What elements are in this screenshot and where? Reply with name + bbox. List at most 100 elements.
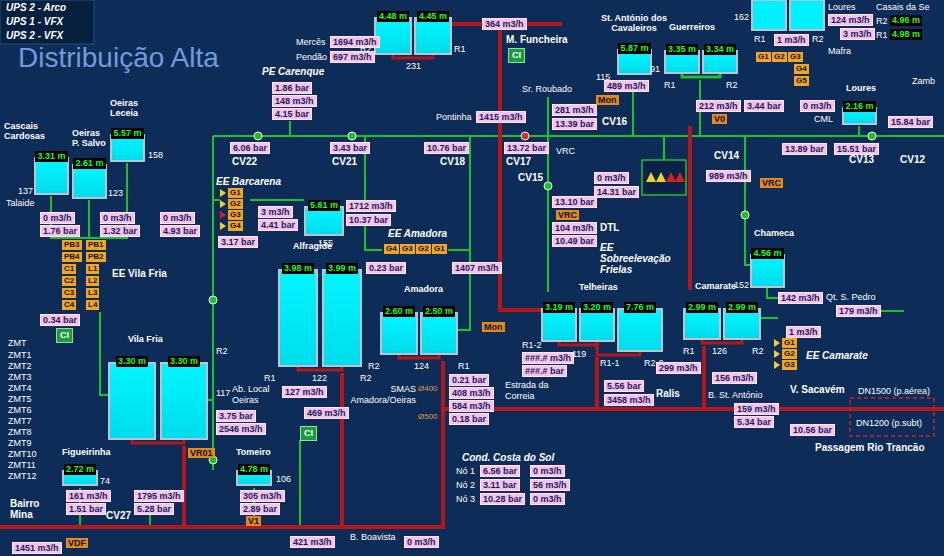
tank-name: Cascais Cardosas: [4, 121, 68, 141]
reading-value: 989 m3/h: [706, 170, 751, 182]
status-tag: V0: [712, 114, 727, 124]
tank-name: Oeiras P. Salvo: [72, 128, 108, 148]
text-label: R2: [812, 34, 824, 45]
text-label: ZMT8: [8, 427, 32, 438]
station-name: Cond. Costa do Sol: [462, 452, 554, 463]
text-label: B. St. António: [708, 390, 763, 401]
reading-value: 4.93 bar: [160, 225, 200, 237]
text-label: R2: [752, 346, 764, 357]
storage-tank: 2.50 m: [420, 300, 458, 355]
pipe-connector: [132, 440, 184, 443]
text-label: 162: [734, 12, 749, 23]
pump-tag: G4: [384, 244, 399, 254]
pump-symbol: [675, 172, 685, 182]
station-label: V. Sacavém: [790, 384, 845, 395]
reading-value: 0 m3/h: [40, 212, 75, 224]
reading-value: 4.15 bar: [272, 108, 312, 120]
reading-value: 142 m3/h: [778, 292, 823, 304]
main-pipe: [595, 357, 599, 409]
valve-symbol: [741, 211, 749, 219]
water-pipe: [213, 199, 220, 201]
storage-tank: 3.19 m: [541, 296, 577, 342]
storage-tank: Amadora2.60 m: [380, 300, 418, 355]
water-pipe: [745, 136, 750, 265]
reading-value: 0 m3/h: [594, 172, 629, 184]
reading-value: 179 m3/h: [836, 305, 881, 317]
status-tag: VRC: [760, 178, 783, 188]
level-reading: 2.61 m: [73, 158, 105, 169]
river-crossing-box: [850, 398, 934, 436]
reading-value: 4.41 bar: [258, 219, 298, 231]
storage-tank: Telheiras3.20 m: [579, 296, 615, 342]
level-reading: 4.56 m: [751, 248, 783, 259]
text-label: Ab. Local Oeiras: [232, 384, 276, 406]
level-reading: 4.78 m: [238, 464, 270, 475]
water-pipe: [250, 199, 304, 201]
water-pipe: [299, 440, 301, 527]
ci-badge: CI: [508, 48, 525, 63]
main-pipe: [452, 22, 482, 26]
reading-value: 14.31 bar: [594, 186, 639, 198]
storage-tank: Cascais Cardosas3.31 m: [34, 145, 69, 195]
station-label: CV12: [900, 154, 925, 165]
water-pipe: [880, 310, 904, 312]
text-label: 137: [18, 186, 33, 197]
pump-tag: G2: [782, 349, 797, 359]
main-pipe: [702, 346, 706, 409]
pump-tag: L3: [86, 288, 99, 298]
level-reading: 3.35 m: [666, 44, 698, 55]
text-label: R2: [360, 44, 372, 55]
reading-value: 1407 m3/h: [452, 262, 502, 274]
reading-value: 161 m3/h: [66, 490, 111, 502]
reading-value: 56 m3/h: [530, 479, 570, 491]
text-label: SMAS Amadora/Oeiras: [330, 384, 416, 406]
pump-tag: C4: [62, 300, 76, 310]
pump-tag: G2: [416, 244, 431, 254]
storage-tank: 4.48 m: [374, 5, 412, 55]
text-label: R2: [360, 373, 372, 384]
reading-value: 1451 m3/h: [12, 542, 62, 554]
main-pipe: [443, 407, 944, 411]
water-pipe: [208, 399, 213, 401]
reading-value: 364 m3/h: [482, 18, 527, 30]
storage-tank: Chameca4.56 m: [750, 242, 785, 288]
pump-tag: C2: [62, 276, 76, 286]
text-label: Qt. S. Pedro: [826, 292, 876, 303]
reading-value: 104 m3/h: [552, 222, 597, 234]
reading-value: 124 m3/h: [828, 14, 873, 26]
water-pipe: [858, 126, 860, 136]
text-label: R1: [264, 373, 276, 384]
storage-tank: Guerreiros3.35 m: [664, 38, 700, 74]
text-label: Mafra: [828, 46, 851, 57]
station-label: CV13: [849, 154, 874, 165]
station-label: DTL: [600, 222, 619, 233]
valve-symbol: [348, 132, 356, 140]
water-pipe: [632, 92, 634, 136]
storage-tank: 5.61 m: [304, 194, 344, 236]
status-tag: VR01: [188, 448, 215, 458]
tank-name: Tomeiro: [236, 447, 286, 457]
reading-value: 1795 m3/h: [134, 490, 184, 502]
text-label: Nó 3: [456, 494, 475, 505]
text-label: R1: [454, 44, 466, 55]
text-label: Talaide: [6, 198, 35, 209]
ci-badge: CI: [300, 426, 317, 441]
station-name: PE Carenque: [262, 66, 324, 77]
text-label: ZMT4: [8, 383, 32, 394]
pump-symbol: [220, 211, 226, 219]
text-label: Estrada da Correia: [505, 380, 555, 402]
pump-tag: C3: [62, 288, 76, 298]
text-label: ZMT: [8, 338, 27, 349]
storage-tank: 7.76 m: [617, 296, 663, 352]
level-reading: 2.16 m: [843, 101, 875, 112]
reading-value: 127 m3/h: [282, 386, 327, 398]
station-label: M. Funcheira: [506, 34, 568, 45]
level-reading: 2.99 m: [686, 302, 718, 313]
text-label: 122: [312, 373, 327, 384]
water-pipe: [100, 312, 108, 395]
reading-value: 6.06 bar: [230, 142, 270, 154]
tank-name: Loures: [846, 83, 886, 93]
pump-tag: PB1: [86, 240, 106, 250]
text-label: 91: [650, 64, 660, 75]
reading-value: 5.56 bar: [604, 380, 644, 392]
